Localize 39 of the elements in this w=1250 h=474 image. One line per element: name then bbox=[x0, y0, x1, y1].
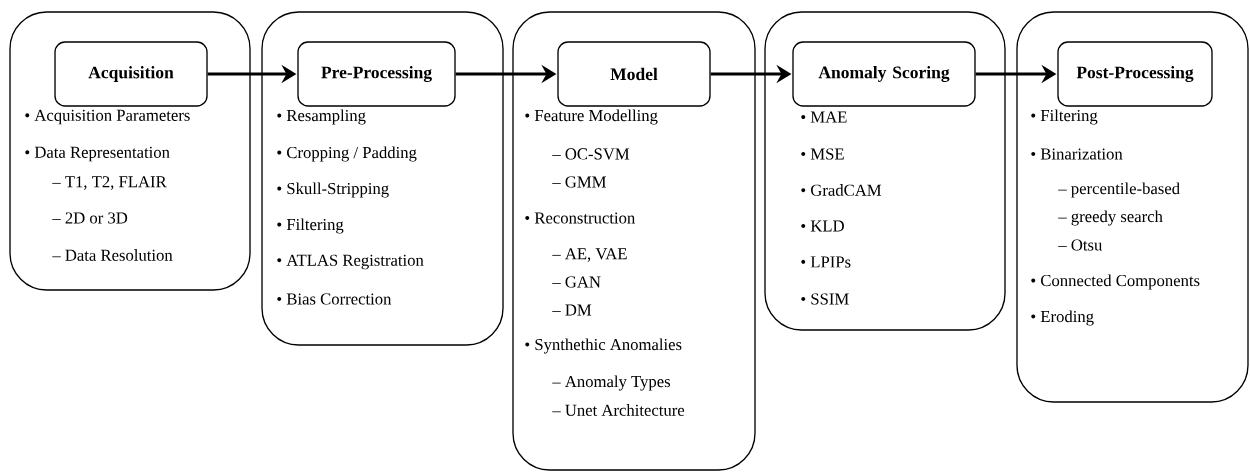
list-item: • LPIPs bbox=[801, 256, 851, 268]
list-item: – Unet Architecture bbox=[552, 404, 685, 416]
list-item: • MSE bbox=[801, 148, 844, 160]
list-item: – Anomaly Types bbox=[552, 375, 670, 391]
stage-title-box: Anomaly Scoring bbox=[792, 41, 976, 107]
list-item: – Data Resolution bbox=[52, 249, 173, 261]
list-item: • ATLAS Registration bbox=[277, 254, 424, 270]
list-item: – greedy search bbox=[1058, 210, 1163, 226]
list-item: – Otsu bbox=[1058, 239, 1103, 251]
list-item: • KLD bbox=[801, 220, 844, 232]
list-item: • Acquisition Parameters bbox=[25, 109, 190, 125]
stage-title-box: Acquisition bbox=[54, 41, 208, 107]
stage-title-box: Model bbox=[557, 41, 711, 107]
list-item: • Feature Modelling bbox=[525, 109, 658, 125]
list-item: • Filtering bbox=[277, 218, 344, 234]
list-item: – T1, T2, FLAIR bbox=[52, 176, 167, 190]
stage-title-box: Pre-Processing bbox=[297, 41, 456, 107]
list-item: • Connected Components bbox=[1031, 274, 1200, 290]
list-item: • Synthethic Anomalies bbox=[525, 338, 682, 354]
list-item: • Binarization bbox=[1031, 148, 1123, 160]
list-item: • Resampling bbox=[277, 109, 366, 125]
list-item: • Filtering bbox=[1031, 109, 1098, 125]
list-item: • Eroding bbox=[1031, 310, 1094, 326]
list-item: – AE, VAE bbox=[552, 248, 627, 262]
list-item: – OC-SVM bbox=[552, 148, 630, 160]
list-item: – 2D or 3D bbox=[52, 212, 128, 224]
list-item: • Bias Correction bbox=[277, 293, 392, 305]
list-item: • GradCAM bbox=[801, 184, 882, 196]
list-item: • Cropping / Padding bbox=[277, 146, 417, 162]
list-item: • Reconstruction bbox=[525, 212, 635, 224]
list-item: – GMM bbox=[552, 176, 607, 188]
list-item: – percentile-based bbox=[1058, 182, 1180, 198]
stage-title-box: Post-Processing bbox=[1057, 41, 1213, 107]
list-item: • Data Representation bbox=[25, 146, 170, 162]
list-item: – DM bbox=[552, 304, 592, 316]
list-item: • SSIM bbox=[801, 293, 849, 305]
list-item: • MAE bbox=[801, 111, 847, 123]
list-item: – GAN bbox=[552, 276, 601, 288]
list-item: • Skull-Stripping bbox=[277, 182, 389, 198]
